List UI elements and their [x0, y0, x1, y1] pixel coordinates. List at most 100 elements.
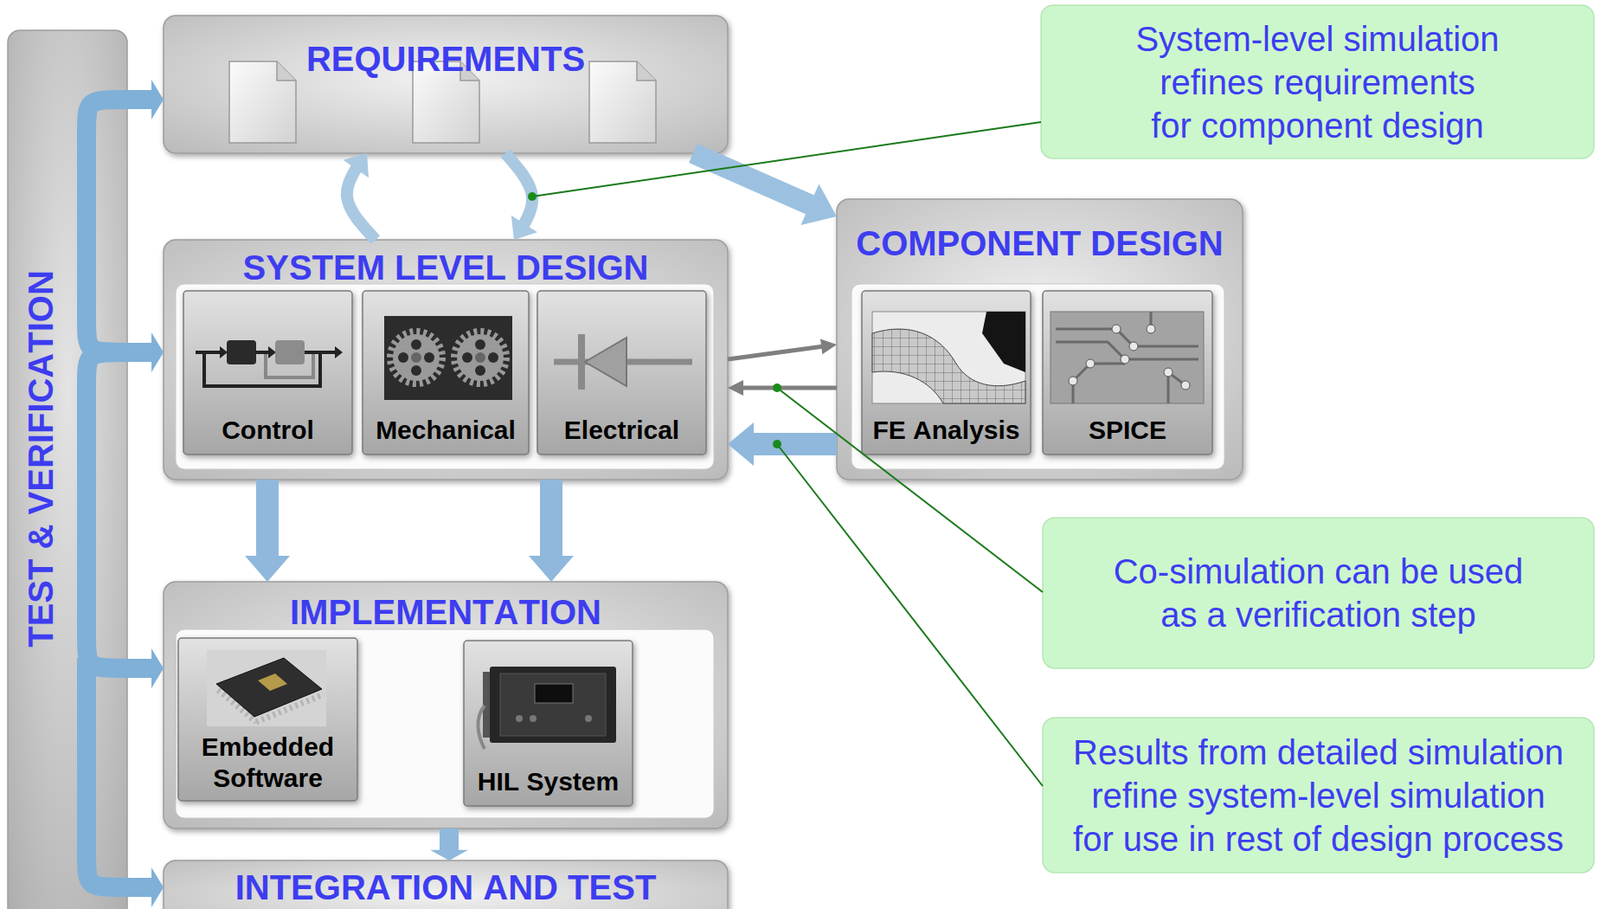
gear-hole: [488, 352, 499, 363]
domain-box: Electrical: [537, 290, 707, 455]
gear-hole: [462, 352, 473, 363]
hil-button: [529, 714, 537, 722]
stage-heading: SYSTEM LEVEL DESIGN: [243, 248, 649, 287]
panel-shape-group: [163, 239, 728, 480]
panel-shape-group: [537, 290, 707, 455]
tool-label: FE Analysis: [872, 414, 1020, 446]
domain-label: Control: [221, 414, 315, 446]
pcb-pad: [1111, 324, 1121, 334]
panel-shape-group: [163, 15, 728, 154]
flow-arrow: [127, 648, 164, 688]
leader-dot: [527, 192, 537, 201]
panel-shape-group: [1042, 290, 1213, 455]
flow-arrow: [244, 479, 290, 582]
callout-text: Results from detailed simulation refine …: [1069, 730, 1567, 861]
verification-curve: [86, 657, 128, 887]
arrow-head: [528, 555, 574, 582]
stage-heading: COMPONENT DESIGN: [855, 224, 1223, 263]
panel-shape: [537, 290, 707, 455]
leader-line: [777, 387, 1043, 592]
panel-shape-group: [836, 199, 1243, 480]
panel-shape-group: [178, 637, 358, 801]
panel-shape: [163, 239, 728, 480]
target-label: Embedded Software: [183, 731, 353, 794]
signal-line: [195, 350, 336, 354]
chip-body: [216, 657, 322, 717]
stage-panel: IMPLEMENTATIONEmbedded SoftwareHIL Syste…: [163, 581, 728, 829]
pcb-pad: [1120, 354, 1130, 364]
panel-shape: [836, 199, 1243, 480]
panel-shape-group: [183, 290, 353, 455]
arrow-shaft: [727, 344, 837, 360]
domain-box: Control: [183, 290, 353, 455]
arrow-head: [511, 215, 538, 240]
panel-shape: [1042, 290, 1213, 455]
gear-hole: [424, 352, 435, 363]
flow-arrow: [727, 379, 837, 396]
stage-heading: REQUIREMENTS: [306, 39, 585, 78]
flow-arrow: [528, 479, 574, 582]
domain-box: Mechanical: [362, 290, 529, 455]
pcb-trace: [1055, 311, 1199, 404]
arrow-head: [820, 338, 837, 354]
flow-arrow: [343, 153, 376, 240]
panel-shape-group: [463, 640, 633, 806]
panel-shape-group: [1040, 5, 1594, 159]
chip-photo: [206, 649, 327, 727]
side-band: TEST & VERIFICATION: [7, 30, 128, 909]
gear-hole: [398, 352, 409, 363]
control-block: [226, 340, 257, 365]
target-box: HIL System: [463, 640, 633, 806]
hil-front-panel: [500, 673, 606, 736]
callout-box: Results from detailed simulation refine …: [1042, 717, 1594, 873]
arrow-head: [800, 184, 837, 226]
domain-label: Mechanical: [375, 414, 516, 446]
panel-shape-group: [1042, 517, 1594, 669]
arrow-head: [727, 422, 754, 466]
tool-box: FE Analysis: [861, 290, 1031, 455]
panel-shape: [7, 30, 128, 909]
gear-hub: [475, 352, 486, 363]
panel-inner-area: [175, 629, 714, 818]
arrow-head: [151, 79, 164, 120]
hil-button: [584, 714, 592, 722]
panel-shape-group: [163, 581, 728, 829]
connector-group: [127, 79, 837, 907]
callout-box: Co-simulation can be used as a verificat…: [1042, 517, 1594, 669]
gear-teeth: [454, 331, 507, 384]
signal-arrowhead: [219, 346, 228, 359]
panel-shape-group: [7, 30, 128, 909]
panel-inner-area: [851, 283, 1225, 470]
document-icon: [589, 61, 656, 143]
pcb-pad: [1181, 380, 1190, 390]
gear-photo: [384, 315, 513, 400]
gear-hub: [411, 352, 422, 363]
gear-hole: [475, 339, 486, 350]
panel-shape: [1042, 717, 1594, 873]
panel-shape: [163, 15, 728, 154]
arrow-head: [343, 153, 369, 178]
panel-shape: [362, 290, 529, 455]
panel-shape-group: [362, 290, 529, 455]
leader-line: [532, 122, 1041, 197]
document-fold: [636, 61, 656, 81]
stage-panel: REQUIREMENTS: [163, 15, 728, 154]
gear-disc: [392, 334, 440, 381]
panel-shape: [1042, 517, 1594, 669]
panel-shape-group: [1042, 717, 1594, 873]
callout-box: System-level simulation refines requirem…: [1040, 5, 1594, 159]
panel-shape: [463, 640, 633, 806]
verification-curve: [86, 352, 128, 669]
flow-arrow: [727, 422, 837, 466]
panel-shape-group: [163, 860, 728, 909]
arrow-head: [430, 849, 469, 861]
panel-shape: [163, 860, 728, 909]
fe-dark-part: [982, 311, 1026, 373]
tool-box: SPICE: [1042, 290, 1213, 455]
panel-shape: [1040, 5, 1594, 159]
gear-hole: [411, 365, 422, 376]
flow-arrow: [430, 828, 469, 861]
panel-inner-area: [175, 283, 714, 470]
hil-screen: [534, 683, 573, 703]
